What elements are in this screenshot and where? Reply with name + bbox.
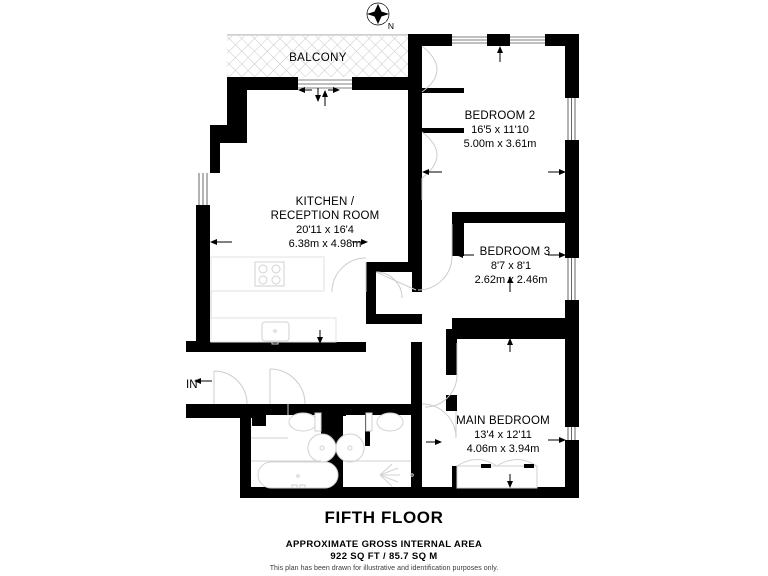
sink-icon [261,321,290,345]
room-labels: KITCHEN / RECEPTION ROOM 20'11 x 16'4 6.… [271,110,551,455]
kitchen-reception-label-line1: KITCHEN / [296,196,355,208]
balcony-label: BALCONY [289,52,347,64]
toilet-icon-left [288,412,322,432]
hob-icon [254,261,285,287]
bedroom-3-imperial: 8'7 x 8'1 [491,260,531,272]
toilet-icon-right [365,412,404,432]
main-bedroom-metric: 4.06m x 3.94m [467,443,540,455]
main-bedroom-imperial: 13'4 x 12'11 [474,429,532,441]
bathtub-icon [257,461,339,489]
basin-icon-right [335,433,365,463]
bedroom-3-label: BEDROOM 3 [480,246,551,258]
walls [186,34,579,498]
area-value: 922 SQ FT / 85.7 SQ M [330,551,438,562]
dimension-arrows [194,46,566,488]
area-label: APPROXIMATE GROSS INTERNAL AREA [285,539,483,550]
compass-north-label: N [388,21,394,31]
kitchen-reception-metric: 6.38m x 4.98m [289,238,362,250]
kitchen-fixtures [210,256,337,345]
bedroom-2-metric: 5.00m x 3.61m [464,138,537,150]
shower-icon [379,463,414,487]
windows [198,36,576,440]
basin-icon-left [307,433,337,463]
kitchen-reception-label-line2: RECEPTION ROOM [271,210,380,222]
entrance-label: IN [186,379,198,391]
compass-rose-icon [366,2,390,26]
main-bedroom-label: MAIN BEDROOM [456,415,550,427]
floor-title: FIFTH FLOOR [324,508,444,527]
bedroom-2-imperial: 16'5 x 11'10 [471,124,529,136]
disclaimer-text: This plan has been drawn for illustrativ… [269,565,499,572]
wardrobe-icon [456,459,538,489]
bathroom-fixtures [251,412,414,489]
bedroom-3-metric: 2.62m x 2.46m [475,274,548,286]
kitchen-reception-imperial: 20'11 x 16'4 [296,224,354,236]
bedroom-2-label: BEDROOM 2 [465,110,536,122]
